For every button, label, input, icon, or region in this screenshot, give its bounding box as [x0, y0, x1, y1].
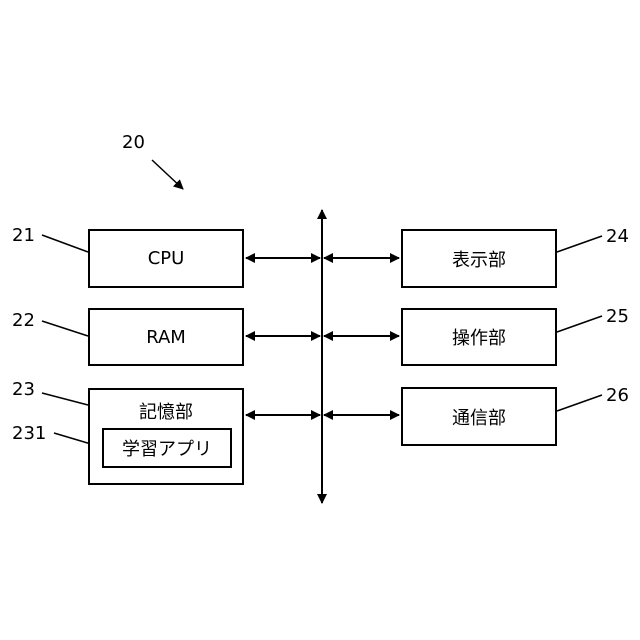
display-label: 表示部 [452, 246, 506, 272]
leader-line-25 [557, 316, 602, 332]
figure-pointer-arrow [152, 160, 183, 189]
figure-number: 20 [122, 133, 145, 153]
leader-line-21 [42, 235, 88, 252]
operation-box: 操作部 [401, 308, 557, 366]
cpu-box: CPU [88, 229, 244, 288]
communication-box: 通信部 [401, 387, 557, 446]
ref-label-storage: 23 [12, 380, 35, 400]
leader-line-23 [42, 393, 88, 405]
operation-label: 操作部 [452, 324, 506, 350]
ref-label-operation: 25 [606, 307, 629, 327]
ref-label-cpu: 21 [12, 226, 35, 246]
learning-app-box: 学習アプリ [102, 428, 232, 468]
ram-box: RAM [88, 308, 244, 366]
cpu-label: CPU [148, 248, 185, 269]
leader-line-26 [557, 395, 602, 411]
ref-label-communication: 26 [606, 386, 629, 406]
display-box: 表示部 [401, 229, 557, 288]
storage-label: 記憶部 [90, 398, 242, 424]
communication-label: 通信部 [452, 404, 506, 430]
ref-label-display: 24 [606, 227, 629, 247]
leader-line-22 [42, 321, 88, 336]
leader-line-24 [557, 236, 602, 252]
ram-label: RAM [146, 327, 186, 348]
storage-box: 記憶部 学習アプリ [88, 388, 244, 485]
ref-label-app: 231 [12, 424, 46, 444]
learning-app-label: 学習アプリ [122, 435, 212, 461]
ref-label-ram: 22 [12, 311, 35, 331]
